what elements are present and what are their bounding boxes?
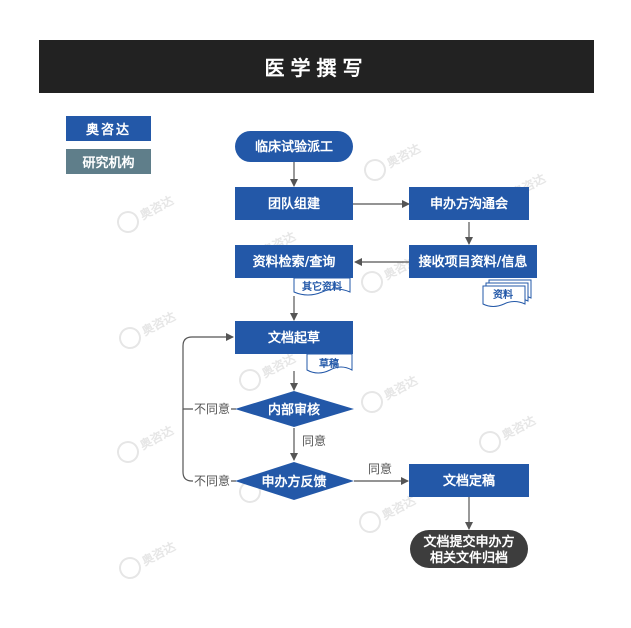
svg-text:文档起草: 文档起草 bbox=[268, 330, 320, 346]
svg-text:资料: 资料 bbox=[493, 288, 513, 301]
node-search: 资料检索/查询 bbox=[235, 245, 353, 278]
node-draft: 文档起草 bbox=[235, 321, 353, 354]
watermark-logo: 奥咨达 bbox=[117, 192, 176, 233]
svg-text:奥咨达: 奥咨达 bbox=[137, 422, 176, 452]
label-review-agree: 同意 bbox=[302, 433, 326, 448]
svg-text:草稿: 草稿 bbox=[319, 357, 339, 370]
svg-text:奥咨达: 奥咨达 bbox=[139, 538, 178, 568]
svg-text:其它资料: 其它资料 bbox=[302, 280, 342, 293]
svg-text:奥咨达: 奥咨达 bbox=[139, 308, 178, 338]
watermark-logo: 奥咨达 bbox=[117, 422, 176, 463]
svg-text:资料检索/查询: 资料检索/查询 bbox=[253, 254, 336, 270]
edge-feedback-reject-loop bbox=[182, 409, 236, 482]
svg-text:申办方沟通会: 申办方沟通会 bbox=[430, 196, 509, 212]
node-review: 内部审核 bbox=[235, 391, 354, 427]
watermark-logo: 奥咨达 bbox=[119, 538, 178, 579]
watermark-logo: 奥咨达 bbox=[239, 350, 298, 391]
doc-materials: 资料 bbox=[482, 279, 532, 307]
connectors bbox=[182, 162, 473, 530]
doc-draft: 草稿 bbox=[306, 353, 353, 374]
svg-text:团队组建: 团队组建 bbox=[268, 196, 320, 212]
svg-text:相关文件归档: 相关文件归档 bbox=[430, 550, 508, 566]
node-final: 文档定稿 bbox=[409, 464, 529, 497]
legend-aozida: 奥咨达 bbox=[66, 116, 151, 141]
svg-text:奥咨达: 奥咨达 bbox=[384, 140, 423, 170]
watermark-logo: 奥咨达 bbox=[119, 308, 178, 349]
node-feedback: 申办方反馈 bbox=[235, 462, 354, 500]
doc-other-materials: 其它资料 bbox=[293, 277, 351, 296]
svg-text:奥咨达: 奥咨达 bbox=[137, 192, 176, 222]
svg-text:接收项目资料/信息: 接收项目资料/信息 bbox=[419, 254, 528, 270]
legend-research-institution: 研究机构 bbox=[66, 149, 151, 174]
node-receive: 接收项目资料/信息 bbox=[409, 245, 537, 278]
svg-text:文档提交申办方: 文档提交申办方 bbox=[423, 534, 514, 550]
svg-text:奥咨达: 奥咨达 bbox=[259, 350, 298, 380]
label-feedback-agree: 同意 bbox=[368, 461, 392, 476]
label-feedback-reject: 不同意 bbox=[194, 473, 230, 488]
label-review-reject: 不同意 bbox=[194, 401, 230, 416]
svg-text:奥咨达: 奥咨达 bbox=[499, 412, 538, 442]
node-end: 文档提交申办方 相关文件归档 bbox=[410, 530, 528, 568]
node-team: 团队组建 bbox=[235, 187, 353, 220]
svg-text:临床试验派工: 临床试验派工 bbox=[255, 139, 333, 155]
svg-text:申办方反馈: 申办方反馈 bbox=[261, 474, 326, 490]
edge-review-reject-loop bbox=[182, 333, 236, 410]
svg-text:内部审核: 内部审核 bbox=[268, 402, 320, 418]
watermark-logo: 奥咨达 bbox=[364, 140, 423, 181]
svg-text:奥咨达: 奥咨达 bbox=[381, 372, 420, 402]
watermark-logo: 奥咨达 bbox=[479, 412, 538, 453]
svg-text:文档定稿: 文档定稿 bbox=[443, 473, 495, 489]
node-sponsor-comm: 申办方沟通会 bbox=[409, 187, 529, 220]
watermark-logo: 奥咨达 bbox=[361, 372, 420, 413]
page-title: 医学撰写 bbox=[39, 40, 594, 93]
node-start: 临床试验派工 bbox=[235, 131, 353, 162]
